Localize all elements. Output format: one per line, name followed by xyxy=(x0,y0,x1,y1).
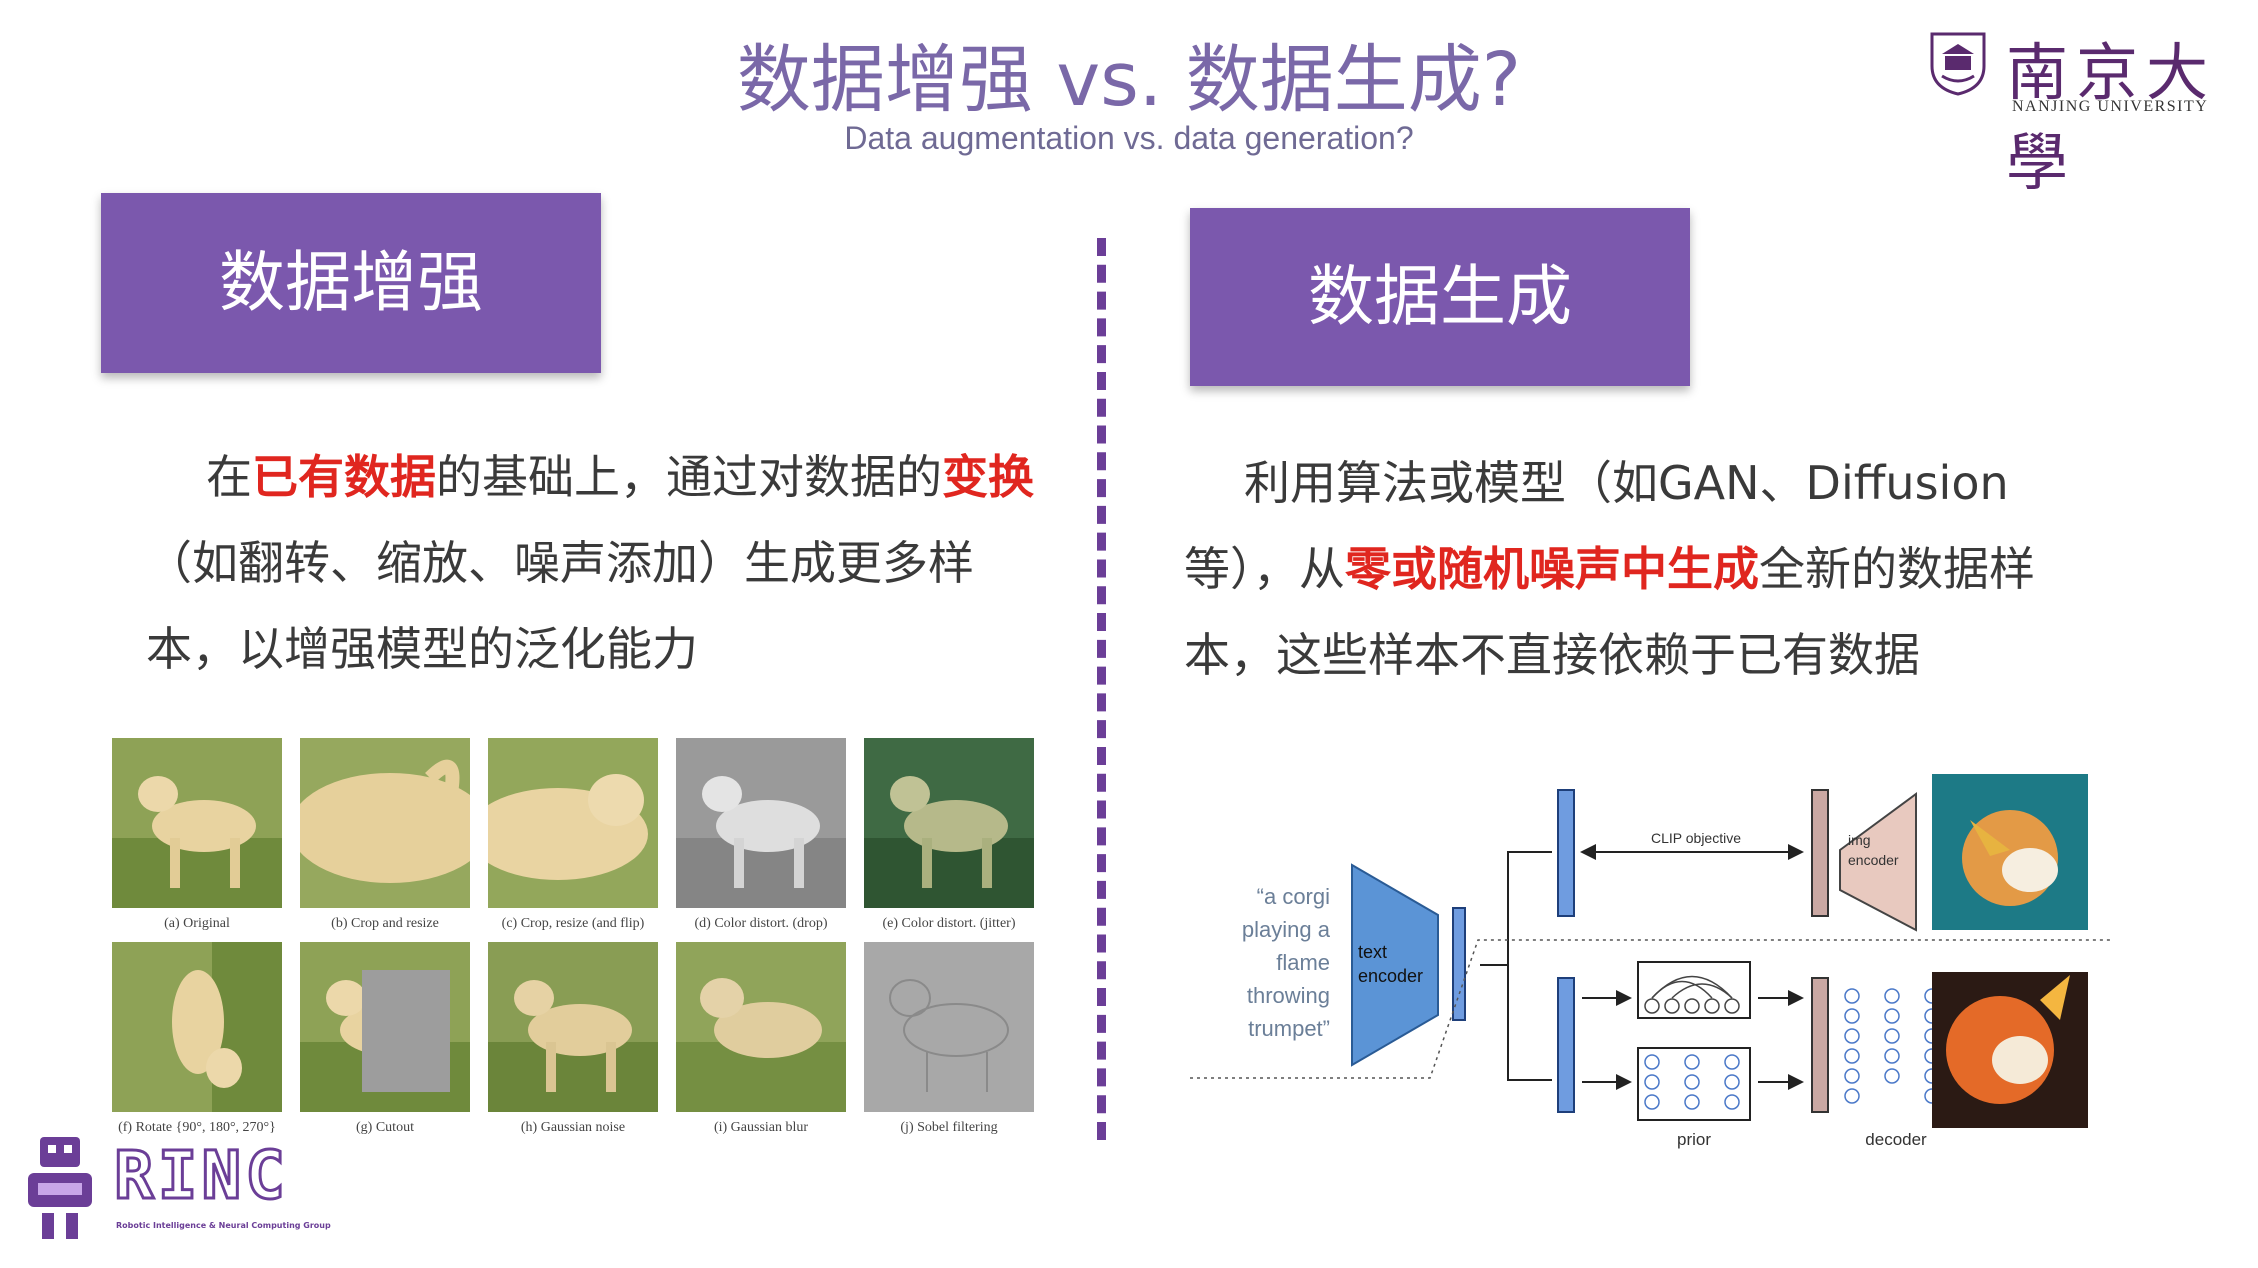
text-segment: （如翻转、缩放、噪声添加）生成更多样本，以增强模型的泛化能力 xyxy=(146,536,974,676)
prior-label: prior xyxy=(1676,1130,1711,1149)
dog-photo-rotate xyxy=(112,942,282,1112)
caption-color-jitter: (e) Color distort. (jitter) xyxy=(882,916,1016,931)
dog-photo-sobel xyxy=(864,942,1034,1112)
highlight-existing-data: 已有数据 xyxy=(252,450,436,504)
augmentation-description: 在已有数据的基础上，通过对数据的变换 （如翻转、缩放、噪声添加）生成更多样本，以增… xyxy=(146,434,1036,692)
page-title: 数据增强 vs. 数据生成? xyxy=(736,37,1522,123)
highlight-from-noise: 零或随机噪声中生成 xyxy=(1345,542,1759,596)
text-segment: 的基础上，通过对数据的 xyxy=(436,450,942,504)
dog-photo-gaussian-blur xyxy=(676,942,846,1112)
generation-architecture-diagram: “a corgi playing a flame throwing trumpe… xyxy=(1190,760,2110,1160)
generation-description: 利用算法或模型（如GAN、Diffusion等），从零或随机噪声中生成全新的数据… xyxy=(1184,440,2064,698)
caption-color-drop: (d) Color distort. (drop) xyxy=(694,916,828,931)
dog-photo-gaussian-noise xyxy=(488,942,658,1112)
prompt-caption: “a corgi playing a flame throwing trumpe… xyxy=(1230,880,1330,1045)
caption-rotate: (f) Rotate {90°, 180°, 270°} xyxy=(118,1120,276,1135)
dog-photo-crop xyxy=(300,738,470,908)
prompt-line: “a corgi xyxy=(1256,884,1330,909)
caption-original: (a) Original xyxy=(164,916,230,931)
highlight-transform: 变换 xyxy=(942,450,1034,504)
decoder-label: decoder xyxy=(1865,1130,1927,1149)
clip-objective-label: CLIP objective xyxy=(1650,830,1741,846)
dog-photo-crop-flip xyxy=(488,738,658,908)
robot-icon xyxy=(28,1137,92,1239)
page-subtitle: Data augmentation vs. data generation? xyxy=(844,120,1414,156)
university-name-en: NANJING UNIVERSITY xyxy=(2012,98,2209,115)
label-line: encoder xyxy=(1848,852,1899,868)
prompt-line: flame xyxy=(1276,950,1330,975)
nanjing-university-logo: 南京大學 NANJING UNIVERSITY xyxy=(1928,22,2228,199)
column-divider xyxy=(1097,238,1106,1140)
caption-sobel: (j) Sobel filtering xyxy=(900,1120,998,1135)
augmentation-examples-figure: (a) Original (b) Crop and resize (c) Cro… xyxy=(112,738,1042,1158)
rinc-logo: RINC Robotic Intelligence & Neural Compu… xyxy=(20,1133,331,1253)
label-line: encoder xyxy=(1358,966,1424,986)
caption-gaussian-noise: (h) Gaussian noise xyxy=(520,1120,626,1135)
label-line: img xyxy=(1848,832,1871,848)
dog-photo-grayscale xyxy=(676,738,846,908)
university-name-cn: 南京大學 xyxy=(2006,36,2217,199)
text-encoder-label: text encoder xyxy=(1358,940,1423,988)
text-segment: 利用算法或模型（如GAN、Diffusion等），从 xyxy=(1184,456,2009,596)
img-encoder-label: img encoder xyxy=(1848,830,1899,870)
text-segment: 全新的数据样本，这些样本不直接依赖于已有数据 xyxy=(1184,542,2035,682)
caption-gaussian-blur: (i) Gaussian blur xyxy=(713,1120,809,1135)
rinc-tagline: Robotic Intelligence & Neural Computing … xyxy=(116,1221,331,1230)
prompt-line: trumpet” xyxy=(1248,1016,1330,1041)
caption-crop-resize: (b) Crop and resize xyxy=(331,916,439,931)
diagram-lines xyxy=(1190,774,2110,1128)
caption-crop-flip: (c) Crop, resize (and flip) xyxy=(501,916,645,931)
dog-photo-color-jitter xyxy=(864,738,1034,908)
augmentation-badge: 数据增强 xyxy=(101,193,601,373)
dog-photo-original xyxy=(112,738,282,908)
prompt-line: throwing xyxy=(1246,983,1330,1008)
dog-photo-cutout xyxy=(300,942,470,1112)
label-line: text xyxy=(1358,942,1388,962)
text-segment: 在 xyxy=(206,450,252,504)
prompt-line: playing a xyxy=(1241,917,1330,942)
caption-cutout: (g) Cutout xyxy=(356,1120,414,1135)
university-crest-icon xyxy=(1930,32,1986,96)
rinc-wordmark: RINC xyxy=(113,1136,289,1216)
generation-badge: 数据生成 xyxy=(1190,208,1690,386)
